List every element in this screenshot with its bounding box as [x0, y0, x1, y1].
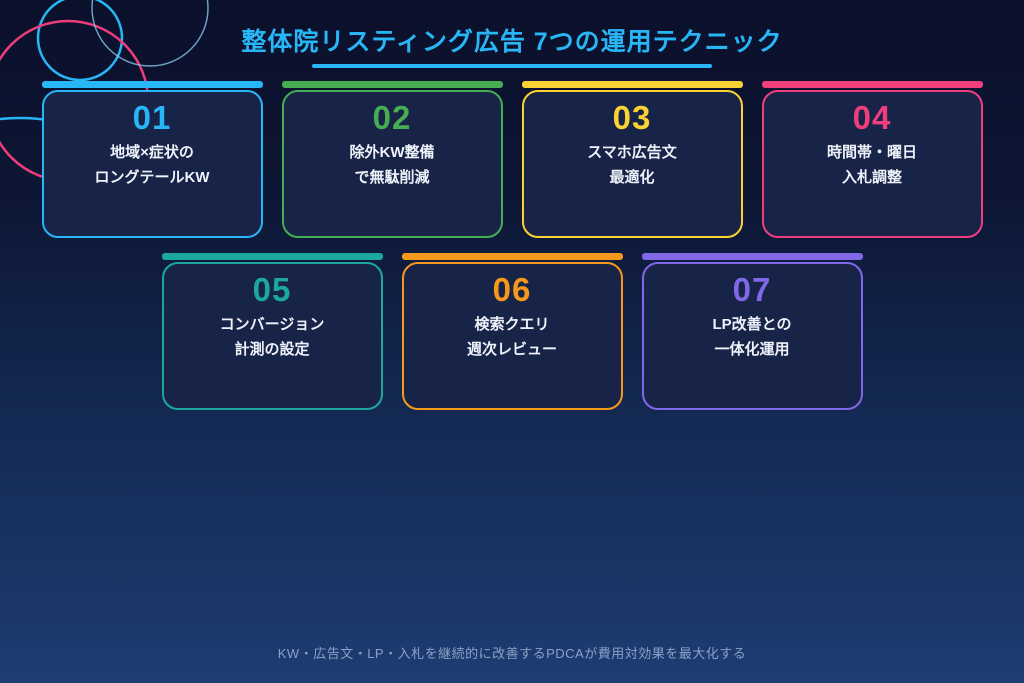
card-number: 03 [612, 99, 652, 136]
technique-card-04: 04 時間帯・曜日入札調整 [761, 81, 983, 238]
card-text-line: 一体化運用 [714, 341, 790, 358]
card-top-bar [521, 81, 743, 88]
technique-card-02: 02 除外KW整備で無駄削減 [281, 81, 503, 238]
card-top-bar [161, 253, 383, 260]
technique-card-03: 03 スマホ広告文最適化 [521, 81, 743, 238]
card-number: 07 [732, 271, 772, 308]
card-text-line: 計測の設定 [234, 341, 310, 358]
card-body: 05 コンバージョン計測の設定 [161, 262, 383, 410]
card-body: 01 地域×症状のロングテールKW [41, 90, 263, 238]
card-body: 04 時間帯・曜日入札調整 [761, 90, 983, 238]
card-text-line: 除外KW整備 [349, 144, 435, 161]
technique-card-05: 05 コンバージョン計測の設定 [161, 253, 383, 410]
card-text-line: で無駄削減 [354, 169, 430, 186]
card-text-line: 時間帯・曜日 [826, 144, 917, 161]
card-text: コンバージョン計測の設定 [164, 312, 381, 362]
card-body: 02 除外KW整備で無駄削減 [281, 90, 503, 238]
cards-row-1: 01 地域×症状のロングテールKW 02 除外KW整備で無駄削減 03 スマホ広告文最適化… [0, 81, 1024, 238]
card-top-bar [41, 81, 263, 88]
card-text-line: ロングテールKW [94, 169, 210, 186]
card-number: 04 [852, 99, 892, 136]
card-text-line: 最適化 [609, 169, 655, 186]
card-text: 時間帯・曜日入札調整 [764, 140, 981, 190]
technique-card-06: 06 検索クエリ週次レビュー [401, 253, 623, 410]
card-text-line: LP改善との [712, 316, 792, 333]
card-text: 除外KW整備で無駄削減 [284, 140, 501, 190]
card-text-line: 地域×症状の [110, 144, 194, 161]
card-text: 検索クエリ週次レビュー [404, 312, 621, 362]
card-number: 02 [372, 99, 412, 136]
title-underline [312, 64, 712, 68]
card-text-line: 週次レビュー [466, 341, 557, 358]
card-text-line: 検索クエリ [474, 316, 550, 333]
card-text: 地域×症状のロングテールKW [44, 140, 261, 190]
card-text: スマホ広告文最適化 [524, 140, 741, 190]
card-number: 05 [252, 271, 292, 308]
card-top-bar [401, 253, 623, 260]
header: 整体院リスティング広告 7つの運用テクニック [0, 26, 1024, 68]
card-top-bar [761, 81, 983, 88]
card-body: 06 検索クエリ週次レビュー [401, 262, 623, 410]
technique-card-01: 01 地域×症状のロングテールKW [41, 81, 263, 238]
card-body: 03 スマホ広告文最適化 [521, 90, 743, 238]
footer-note: KW・広告文・LP・入札を継続的に改善するPDCAが費用対効果を最大化する [277, 646, 747, 661]
page-title: 整体院リスティング広告 7つの運用テクニック [241, 28, 783, 56]
card-number: 06 [492, 271, 532, 308]
card-top-bar [281, 81, 503, 88]
card-text: LP改善との一体化運用 [644, 312, 861, 362]
card-text-line: 入札調整 [841, 169, 902, 186]
card-text-line: スマホ広告文 [587, 144, 677, 161]
card-text-line: コンバージョン [219, 316, 325, 333]
card-number: 01 [132, 99, 172, 136]
card-top-bar [641, 253, 863, 260]
